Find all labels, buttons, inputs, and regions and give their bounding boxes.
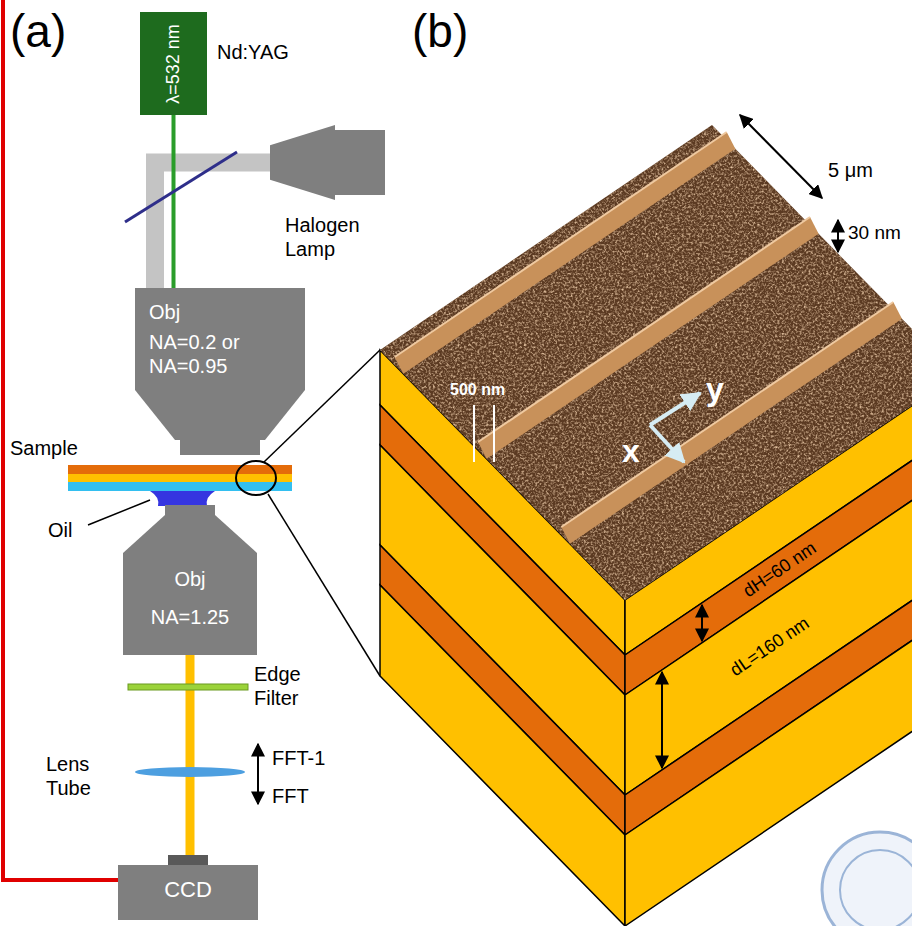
dimension-label: 30 nm: [848, 222, 901, 245]
panel-frame: [1, 878, 125, 882]
axis-arrow: [650, 393, 700, 425]
node-text: NA=0.2 or NA=0.95: [149, 330, 261, 378]
dimension-label: 500 nm: [450, 380, 505, 399]
tube-lens: [135, 767, 245, 777]
node-text: λ=532 nm: [163, 24, 185, 104]
afm-surface: [370, 115, 912, 610]
part-label: Sample: [10, 436, 78, 460]
logo-watermark: [822, 832, 912, 926]
leader-line: [88, 500, 150, 525]
magnifier-circle: [236, 461, 276, 495]
zoom-line: [264, 350, 380, 462]
objective-lens: ObjNA=1.25: [123, 505, 257, 655]
sample-slab: [68, 465, 292, 491]
objective-lens-outline: [123, 505, 257, 655]
panel-letter: (b): [412, 4, 468, 59]
laser-box: λ=532 nmNd:YAG: [140, 12, 207, 115]
transform-label: FFT-1: [272, 746, 325, 770]
node-text: Nd:YAG: [217, 40, 289, 64]
objective-lens-outline: [135, 288, 305, 455]
ccd-camera: CCD: [118, 855, 258, 920]
part-label: Edge Filter: [254, 662, 316, 710]
axis-arrow: [650, 425, 684, 462]
node-text: CCD: [118, 877, 258, 903]
transform-arrow: [257, 744, 259, 804]
objective-lens: ObjNA=0.2 or NA=0.95: [135, 288, 305, 455]
transform-label: FFT: [272, 784, 309, 808]
node-text: NA=1.25: [123, 605, 257, 629]
width-mark: [493, 405, 495, 462]
laser-box-outline: [140, 12, 207, 115]
laser-beam: [172, 115, 176, 288]
beam-splitter: [125, 152, 237, 222]
layer-thickness: dL=160 nm: [726, 613, 813, 682]
axis-label: y: [706, 370, 724, 408]
width-mark: [473, 405, 475, 462]
oil-drop: [150, 491, 215, 506]
layer-thickness: dH=60 nm: [739, 538, 820, 603]
node-text: Halogen Lamp: [285, 213, 367, 261]
edge-filter: [128, 684, 248, 690]
dimension-arrow: [740, 115, 822, 198]
node-text: Obj: [149, 300, 180, 324]
dimension-arrow: [837, 220, 839, 252]
dimension-label: 5 μm: [828, 158, 873, 182]
zoom-line: [268, 494, 380, 676]
axis-label: x: [622, 432, 640, 470]
panel-letter: (a): [10, 4, 66, 59]
halogen-lamp: Halogen Lamp: [270, 125, 385, 200]
dimension-arrow: [661, 672, 663, 768]
node-text: Obj: [123, 567, 257, 591]
dimension-arrow: [701, 605, 703, 641]
panel-frame: [1, 0, 5, 880]
part-label: Lens Tube: [46, 752, 104, 800]
part-label: Oil: [48, 518, 72, 542]
halogen-lamp-outline: [270, 125, 385, 200]
ccd-camera-outline: [118, 855, 258, 920]
